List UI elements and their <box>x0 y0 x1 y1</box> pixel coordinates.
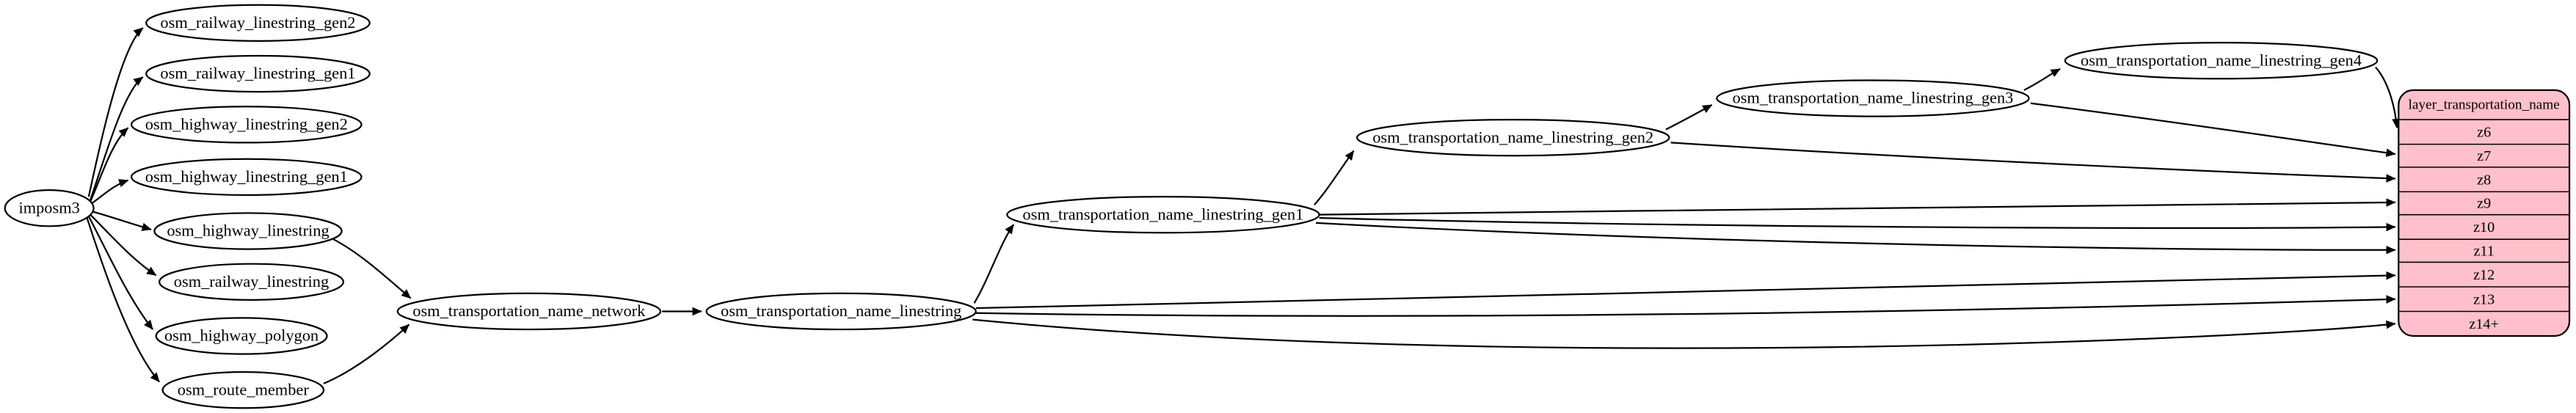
node-label: osm_transportation_name_linestring_gen3 <box>1732 89 2013 107</box>
node-osm-transportation-name-linestring-gen1: osm_transportation_name_linestring_gen1 <box>1006 195 1320 234</box>
edge-gen3-z7 <box>2030 102 2396 158</box>
edge-gen3-gen4 <box>2023 67 2061 91</box>
node-ellipse <box>161 371 325 409</box>
edge-name-linestring-z13 <box>975 295 2396 317</box>
edge-gen4-z6 <box>2375 66 2401 128</box>
layer-table-box <box>2398 89 2571 337</box>
node-osm-route-member: osm_route_member <box>161 371 325 409</box>
layer-row-z6: z6 <box>2477 125 2491 141</box>
node-ellipse <box>159 263 344 301</box>
node-ellipse <box>145 4 371 42</box>
node-osm-highway-linestring-gen2: osm_highway_linestring_gen2 <box>130 106 363 144</box>
layer-row-z9: z9 <box>2477 196 2491 212</box>
edge-imposm3-highway-gen2 <box>90 127 129 202</box>
node-ellipse <box>155 317 328 355</box>
node-label: osm_highway_polygon <box>164 326 319 345</box>
node-ellipse <box>396 292 662 331</box>
edge-imposm3-highway-gen1 <box>91 179 129 204</box>
edge-imposm3-railway-gen1 <box>90 76 144 200</box>
node-osm-transportation-name-network: osm_transportation_name_network <box>396 292 662 331</box>
node-label: osm_route_member <box>178 380 310 398</box>
node-ellipse <box>2064 41 2379 80</box>
node-ellipse <box>130 106 363 144</box>
layer-row-z14plus: z14+ <box>2469 316 2498 332</box>
edge-name-linestring-z14plus <box>972 318 2396 349</box>
node-ellipse <box>1356 118 1670 157</box>
edge-gen2-z8 <box>1670 142 2396 183</box>
node-osm-railway-linestring-gen2: osm_railway_linestring_gen2 <box>145 4 371 42</box>
layer-table-title: layer_transportation_name <box>2409 98 2560 113</box>
layer-row-z12: z12 <box>2473 267 2495 283</box>
edge-route-member-name-network <box>323 324 410 384</box>
node-ellipse <box>4 189 95 227</box>
node-osm-highway-linestring-gen1: osm_highway_linestring_gen1 <box>130 158 363 196</box>
node-osm-transportation-name-linestring-gen4: osm_transportation_name_linestring_gen4 <box>2064 41 2379 80</box>
node-label: osm_transportation_name_linestring_gen1 <box>1022 205 1303 223</box>
node-imposm3: imposm3 <box>4 189 95 227</box>
layer-transportation-name-table: layer_transportation_name z6 z7 z8 z9 z1… <box>2398 89 2571 337</box>
edge-gen1-z9 <box>1319 198 2396 216</box>
node-ellipse <box>705 292 977 331</box>
edge-imposm3-highway-linestring <box>92 211 152 231</box>
node-label: osm_highway_linestring_gen2 <box>145 115 348 134</box>
node-osm-transportation-name-linestring: osm_transportation_name_linestring <box>705 292 977 331</box>
edge-gen2-gen3 <box>1665 104 1713 131</box>
edge-name-linestring-gen1 <box>973 224 1015 304</box>
edge-highway-linestring-name-network <box>332 238 412 299</box>
node-label: osm_railway_linestring <box>174 272 329 290</box>
node-label: osm_transportation_name_linestring_gen2 <box>1372 128 1653 146</box>
node-label: osm_highway_linestring_gen1 <box>145 167 348 186</box>
node-osm-highway-polygon: osm_highway_polygon <box>155 317 328 355</box>
node-ellipse <box>145 54 371 93</box>
node-label: osm_highway_linestring <box>167 222 329 240</box>
layer-row-z7: z7 <box>2477 148 2491 164</box>
node-osm-transportation-name-linestring-gen3: osm_transportation_name_linestring_gen3 <box>1716 79 2030 117</box>
node-label: osm_railway_linestring_gen2 <box>160 13 355 32</box>
layer-row-z13: z13 <box>2473 291 2495 307</box>
edge-imposm3-railway-gen2 <box>87 27 144 197</box>
node-osm-transportation-name-linestring-gen2: osm_transportation_name_linestring_gen2 <box>1356 118 1670 157</box>
edge-imposm3-highway-polygon <box>87 216 154 330</box>
layer-row-z10: z10 <box>2473 219 2495 235</box>
node-layer: imposm3 osm_railway_linestring_gen2 osm_… <box>4 4 2379 409</box>
edge-gen1-gen2 <box>1313 150 1355 206</box>
node-ellipse <box>1006 195 1320 234</box>
node-label: osm_transportation_name_linestring <box>721 301 961 320</box>
node-osm-highway-linestring: osm_highway_linestring <box>153 212 343 250</box>
node-ellipse <box>130 158 363 196</box>
edge-layer <box>86 27 2401 384</box>
node-label: imposm3 <box>18 198 79 216</box>
node-label: osm_railway_linestring_gen1 <box>160 64 355 82</box>
layer-row-z11: z11 <box>2473 244 2494 260</box>
node-ellipse <box>153 212 343 250</box>
edge-imposm3-route-member <box>86 217 160 383</box>
edge-name-linestring-z12 <box>975 271 2396 310</box>
edge-gen1-z11 <box>1315 222 2396 255</box>
node-label: osm_transportation_name_network <box>412 301 646 320</box>
node-osm-railway-linestring: osm_railway_linestring <box>159 263 344 301</box>
layer-row-z8: z8 <box>2477 172 2491 188</box>
edge-imposm3-railway-linestring <box>90 213 157 277</box>
node-label: osm_transportation_name_linestring_gen4 <box>2081 51 2362 69</box>
node-ellipse <box>1716 79 2030 117</box>
node-osm-railway-linestring-gen1: osm_railway_linestring_gen1 <box>145 54 371 93</box>
edge-gen1-z10 <box>1319 217 2396 232</box>
